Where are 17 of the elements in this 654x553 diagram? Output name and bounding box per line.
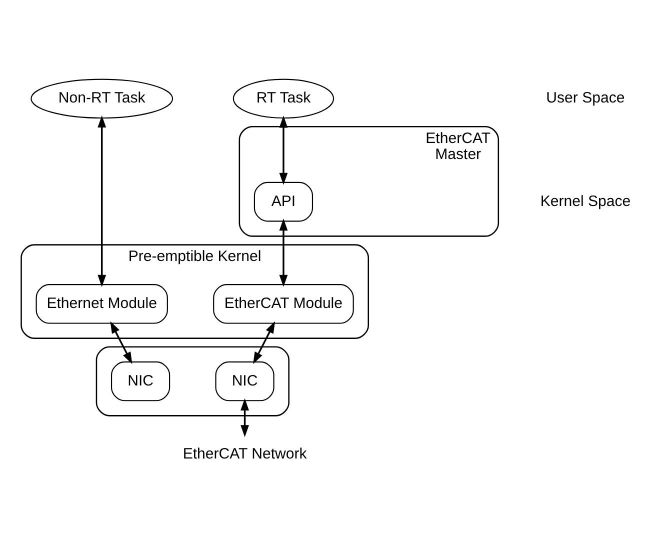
arrow: [279, 116, 288, 185]
label: Kernel Space: [540, 192, 631, 210]
node-ellipse: Non-RT Task: [30, 78, 174, 119]
arrow: [279, 218, 288, 287]
arrow: [240, 398, 249, 438]
arrow: [253, 321, 276, 364]
node-box: NIC: [111, 361, 170, 402]
label: User Space: [546, 90, 625, 107]
node-ellipse: RT Task: [232, 78, 334, 119]
arrow: [110, 321, 132, 364]
node-box: NIC: [215, 361, 274, 402]
arrow: [98, 116, 106, 287]
node-box: EtherCAT Module: [213, 284, 354, 324]
node-text: EtherCAT Network: [182, 445, 307, 462]
cluster: [96, 346, 290, 416]
node-box: API: [254, 182, 314, 222]
node-box: Ethernet Module: [36, 284, 168, 324]
